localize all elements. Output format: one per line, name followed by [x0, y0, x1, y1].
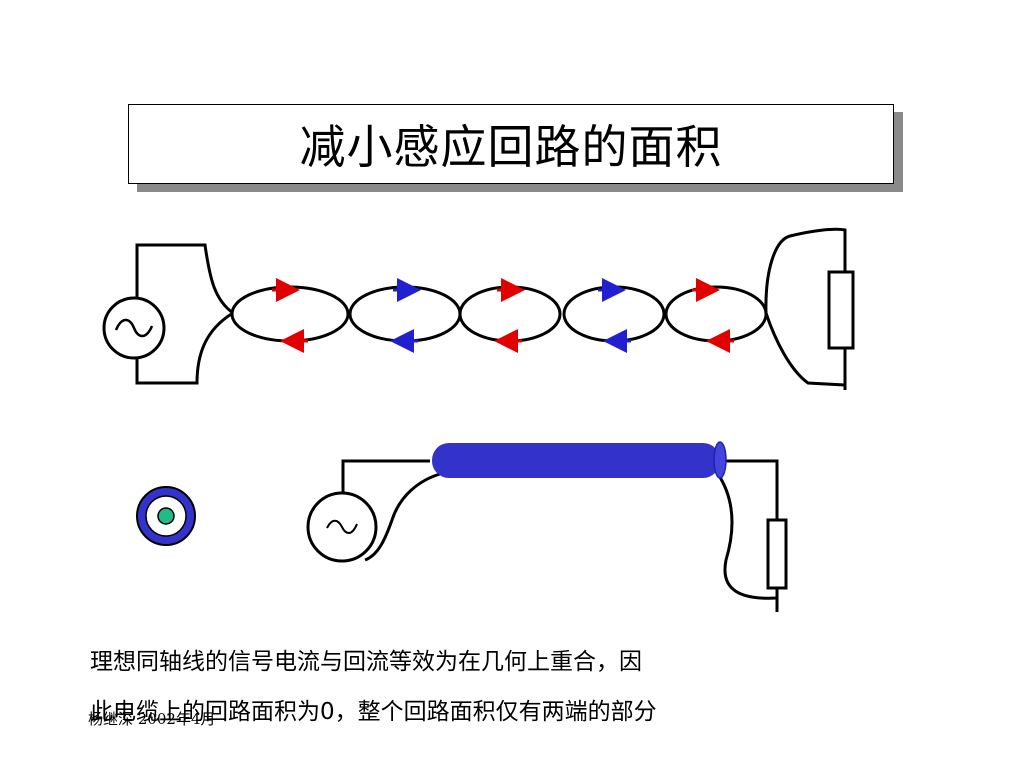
load-top-wire — [764, 227, 847, 314]
twist-loop-1 — [230, 285, 350, 343]
load-resistor — [827, 270, 855, 350]
current-arrows — [272, 278, 734, 353]
coax-cable — [432, 441, 727, 479]
coax-tilde-icon — [326, 519, 358, 534]
twist-loop-3 — [458, 285, 562, 343]
tilde-icon — [114, 318, 154, 338]
page-title: 减小感应回路的面积 — [299, 120, 723, 174]
caption-line-1: 理想同轴线的信号电流与回流等效为在几何上重合，因 — [90, 649, 642, 675]
coax-source-bottom-wire — [364, 472, 441, 562]
coax-load-top-wire — [722, 459, 779, 520]
source-top-wire — [135, 243, 234, 323]
coax-source-top-wire — [341, 459, 430, 498]
source-bottom-wire — [135, 311, 234, 385]
coax-circuit — [306, 459, 788, 612]
coax-load-resistor — [766, 518, 788, 590]
twist-loop-4 — [562, 285, 666, 343]
load-bottom-wire — [764, 312, 847, 387]
caption-line-2: 此电缆上的回路面积为0，整个回路面积仅有两端的部分 — [90, 699, 657, 725]
footer-author-date: 杨继深 2002年4月 — [88, 710, 216, 728]
coax-load-bottom-wire — [716, 473, 779, 600]
coax-cross-section-icon — [136, 486, 196, 546]
title-box: 减小感应回路的面积 — [128, 104, 894, 184]
twisted-pair-circuit — [102, 227, 855, 390]
twist-loop-2 — [348, 285, 462, 343]
twist-loop-5 — [664, 285, 768, 343]
